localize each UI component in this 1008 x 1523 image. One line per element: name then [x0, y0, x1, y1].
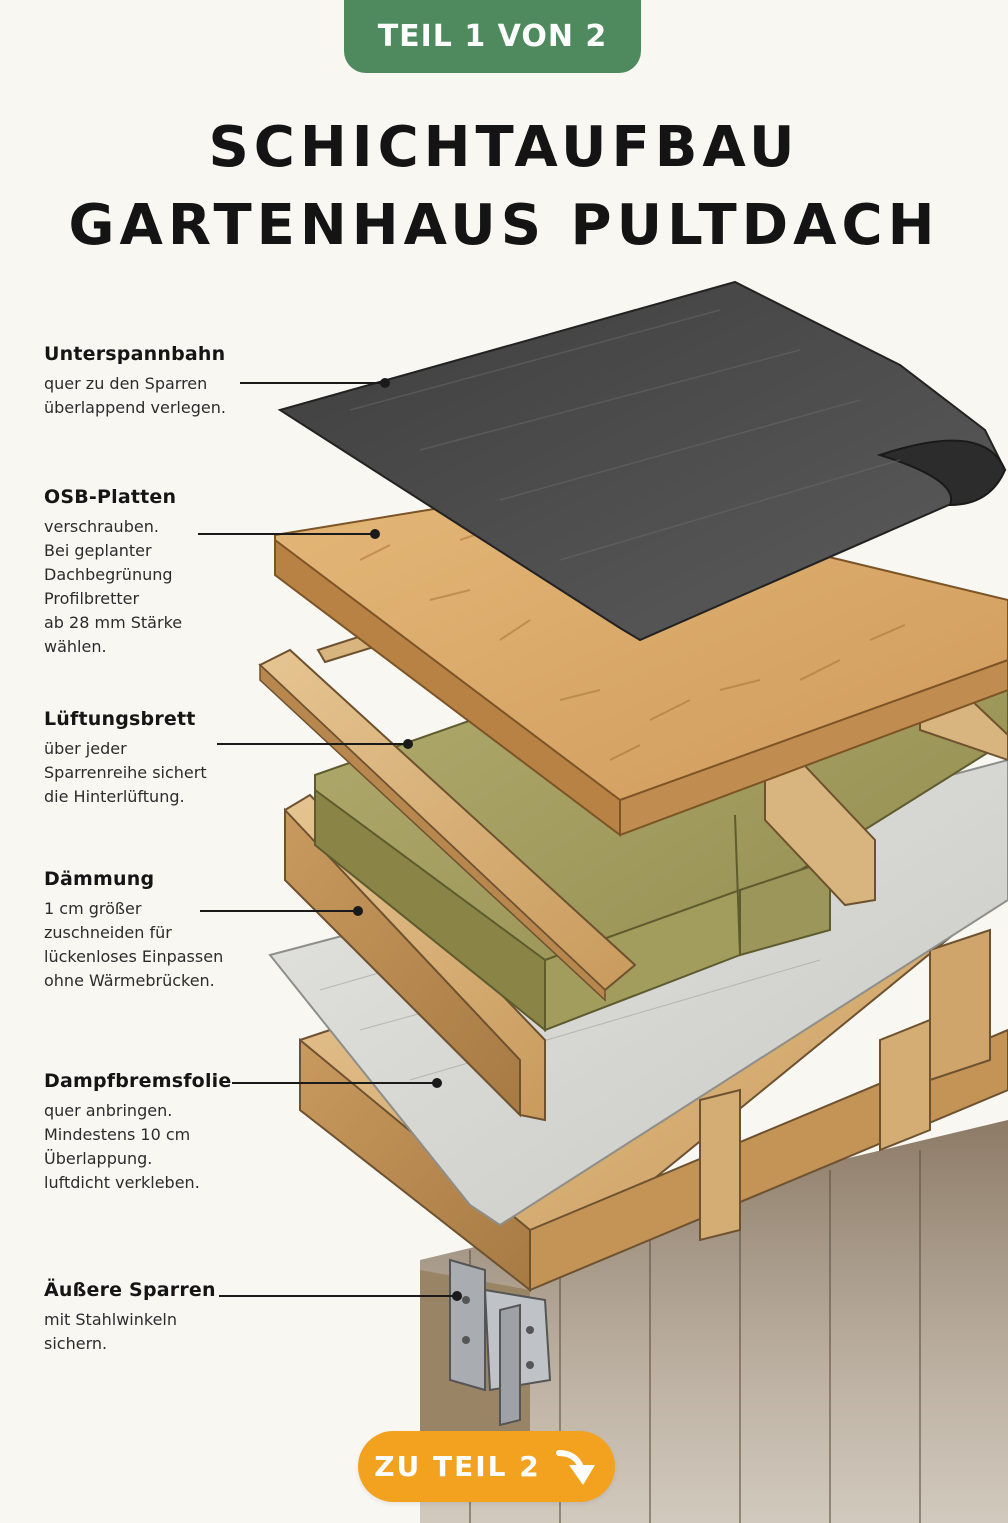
page-title-line-2: GARTENHAUS PULTDACH	[68, 193, 940, 258]
next-part-label: ZU TEIL 2	[374, 1450, 541, 1483]
leader-dots	[353, 378, 462, 1301]
label-title: Dampfbremsfolie	[44, 1070, 232, 1092]
label-title: Äußere Sparren	[44, 1279, 216, 1301]
label-text: quer zu den Sparren überlappend verlegen…	[44, 374, 226, 417]
label-text: quer anbringen. Mindestens 10 cm Überlap…	[44, 1101, 200, 1192]
label-title: Dämmung	[44, 868, 155, 890]
next-part-button[interactable]: ZU TEIL 2	[358, 1431, 615, 1502]
label-text: mit Stahlwinkeln sichern.	[44, 1310, 178, 1353]
osb-board	[274, 488, 1008, 838]
label-text: verschrauben. Bei geplanter Dachbegrünun…	[44, 517, 183, 656]
label-dampfbremsfolie: Dampfbremsfolie quer anbringen. Mindeste…	[44, 1070, 244, 1195]
label-daemmung: Dämmung 1 cm größer zuschneiden für lück…	[44, 868, 244, 993]
label-title: OSB-Platten	[44, 486, 177, 508]
part-badge: TEIL 1 VON 2	[344, 0, 641, 73]
label-lueftungsbrett: Lüftungsbrett über jeder Sparrenreihe si…	[44, 708, 244, 809]
leader-lines	[198, 382, 457, 1297]
label-title: Unterspannbahn	[44, 343, 226, 365]
page-title-line-1: SCHICHTAUFBAU	[208, 115, 800, 180]
label-osb-platten: OSB-Platten verschrauben. Bei geplanter …	[44, 486, 244, 659]
label-text: 1 cm größer zuschneiden für lückenloses …	[44, 899, 224, 990]
label-text: über jeder Sparrenreihe sichert die Hint…	[44, 739, 207, 806]
outer-rafter-beam	[284, 793, 546, 1122]
label-title: Lüftungsbrett	[44, 708, 196, 730]
ventilation-batten	[258, 628, 637, 1002]
roofing-membrane	[277, 280, 1007, 642]
arrow-down-right-icon	[555, 1449, 595, 1485]
label-aeussere-sparren: Äußere Sparren mit Stahlwinkeln sichern.	[44, 1279, 244, 1356]
label-unterspannbahn: Unterspannbahn quer zu den Sparren überl…	[44, 343, 244, 420]
